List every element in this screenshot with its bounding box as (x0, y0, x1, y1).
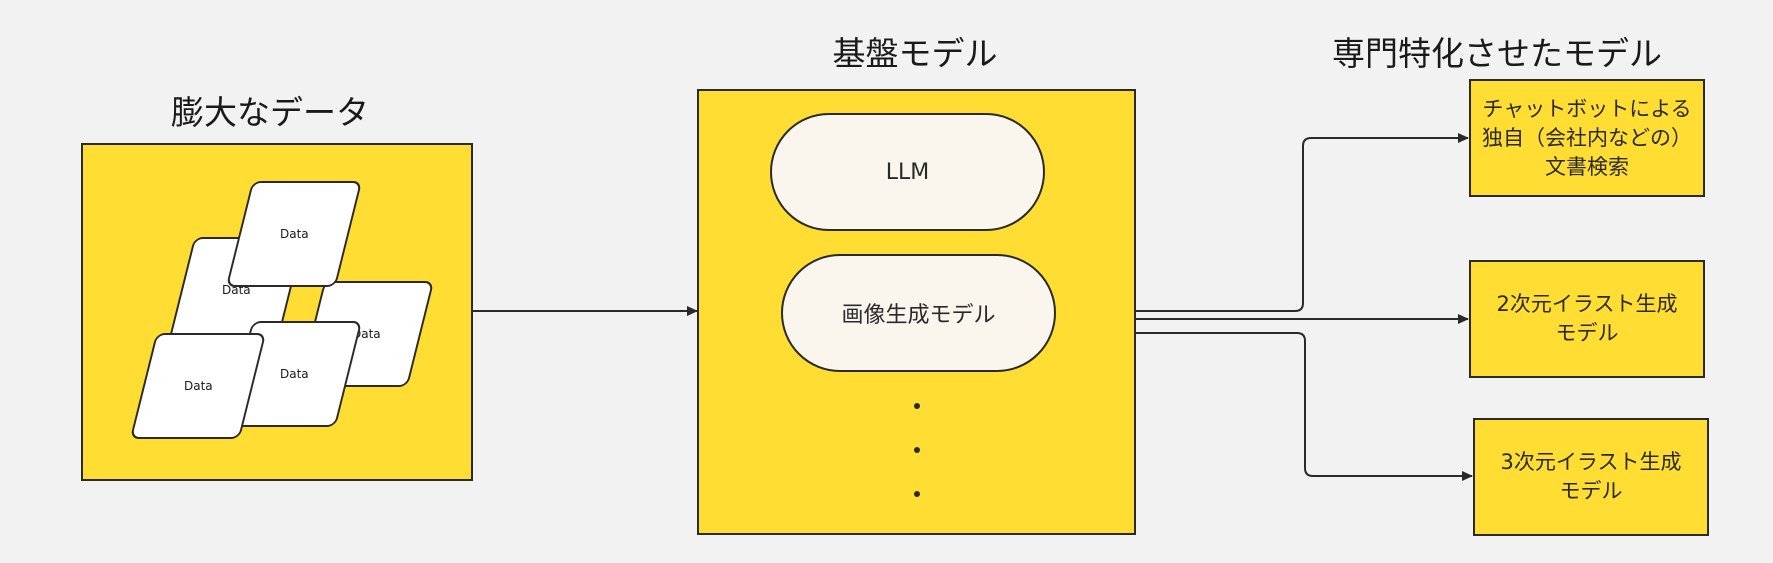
illust-3d-line-1: 3次元イラスト生成 (1500, 450, 1682, 474)
llm-pill: LLM (770, 113, 1045, 231)
illust-3d-label: 3次元イラスト生成 モデル (1501, 448, 1682, 506)
data-title: 膨大なデータ (171, 93, 369, 132)
arrow-to-3d (1136, 332, 1473, 481)
llm-label: LLM (885, 159, 930, 185)
ellipsis-dot (914, 447, 920, 453)
data-card-label: Data (279, 367, 309, 381)
illust-3d-line-2: モデル (1559, 479, 1623, 503)
ellipsis-dot (914, 491, 920, 497)
specialized-model-title: 専門特化させたモデル (1332, 34, 1662, 73)
data-card-label: Data (183, 379, 213, 393)
chatbot-line-1: チャットボットによる (1482, 96, 1692, 121)
image-gen-model-label: 画像生成モデル (841, 303, 996, 328)
illust-2d-label: 2次元イラスト生成 モデル (1497, 290, 1678, 348)
data-card: Data (225, 181, 363, 287)
ellipsis-dot (914, 403, 920, 409)
illust-2d-line-1: 2次元イラスト生成 (1496, 292, 1678, 316)
illust-2d-box: 2次元イラスト生成 モデル (1469, 260, 1705, 378)
chatbot-search-box: チャットボットによる 独自（会社内などの） 文書検索 (1469, 79, 1705, 197)
chatbot-line-3: 文書検索 (1545, 154, 1629, 179)
data-box: Data Data Data Data Data (81, 143, 473, 481)
chatbot-search-label: チャットボットによる 独自（会社内などの） 文書検索 (1482, 95, 1692, 182)
data-card-label: Data (279, 227, 309, 241)
foundation-model-title: 基盤モデル (832, 34, 998, 73)
foundation-model-box: LLM 画像生成モデル (697, 89, 1136, 535)
chatbot-line-2: 独自（会社内などの） (1482, 125, 1692, 150)
arrow-to-chatbot (1136, 133, 1469, 312)
illust-3d-box: 3次元イラスト生成 モデル (1473, 418, 1709, 536)
image-gen-model-pill: 画像生成モデル (781, 254, 1056, 372)
illust-2d-line-2: モデル (1555, 321, 1619, 345)
